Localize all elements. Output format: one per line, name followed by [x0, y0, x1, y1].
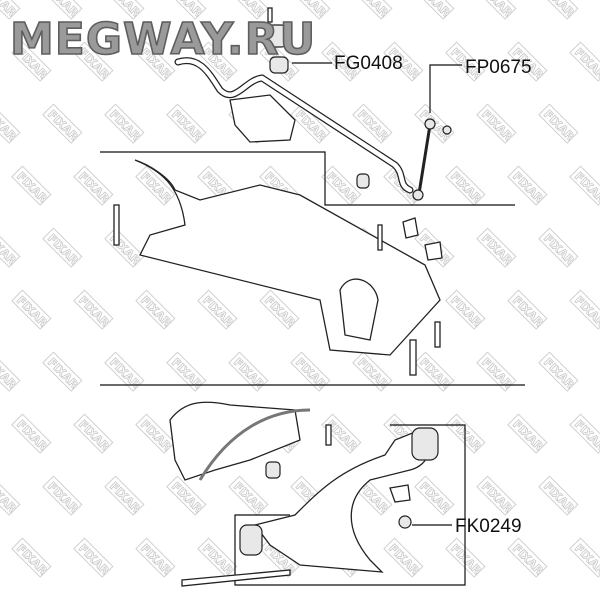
part-number-fg0408: FG0408 [334, 53, 403, 74]
lower-control-arm [169, 401, 439, 587]
subframe [113, 159, 443, 376]
section-dividers [100, 151, 525, 586]
stabilizer-link-fp0675 [412, 118, 452, 201]
part-number-fk0249: FK0249 [455, 516, 522, 537]
stabilizer-bar [174, 7, 414, 194]
callouts [292, 62, 462, 526]
site-logo: MEGWAY.RU [10, 14, 316, 65]
bushing-fg0408 [269, 56, 289, 74]
part-number-fp0675: FP0675 [465, 57, 532, 78]
